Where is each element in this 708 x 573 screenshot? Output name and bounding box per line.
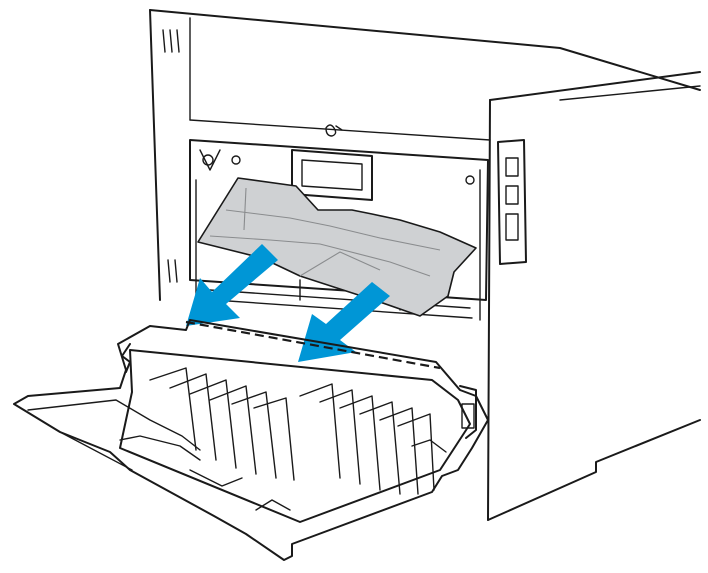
open-rear-door-icon bbox=[13, 319, 489, 561]
release-handle-icon bbox=[291, 124, 373, 201]
printer-body-icon bbox=[149, 9, 701, 521]
jammed-paper-icon bbox=[197, 177, 477, 317]
port-panel-icon bbox=[497, 139, 527, 265]
